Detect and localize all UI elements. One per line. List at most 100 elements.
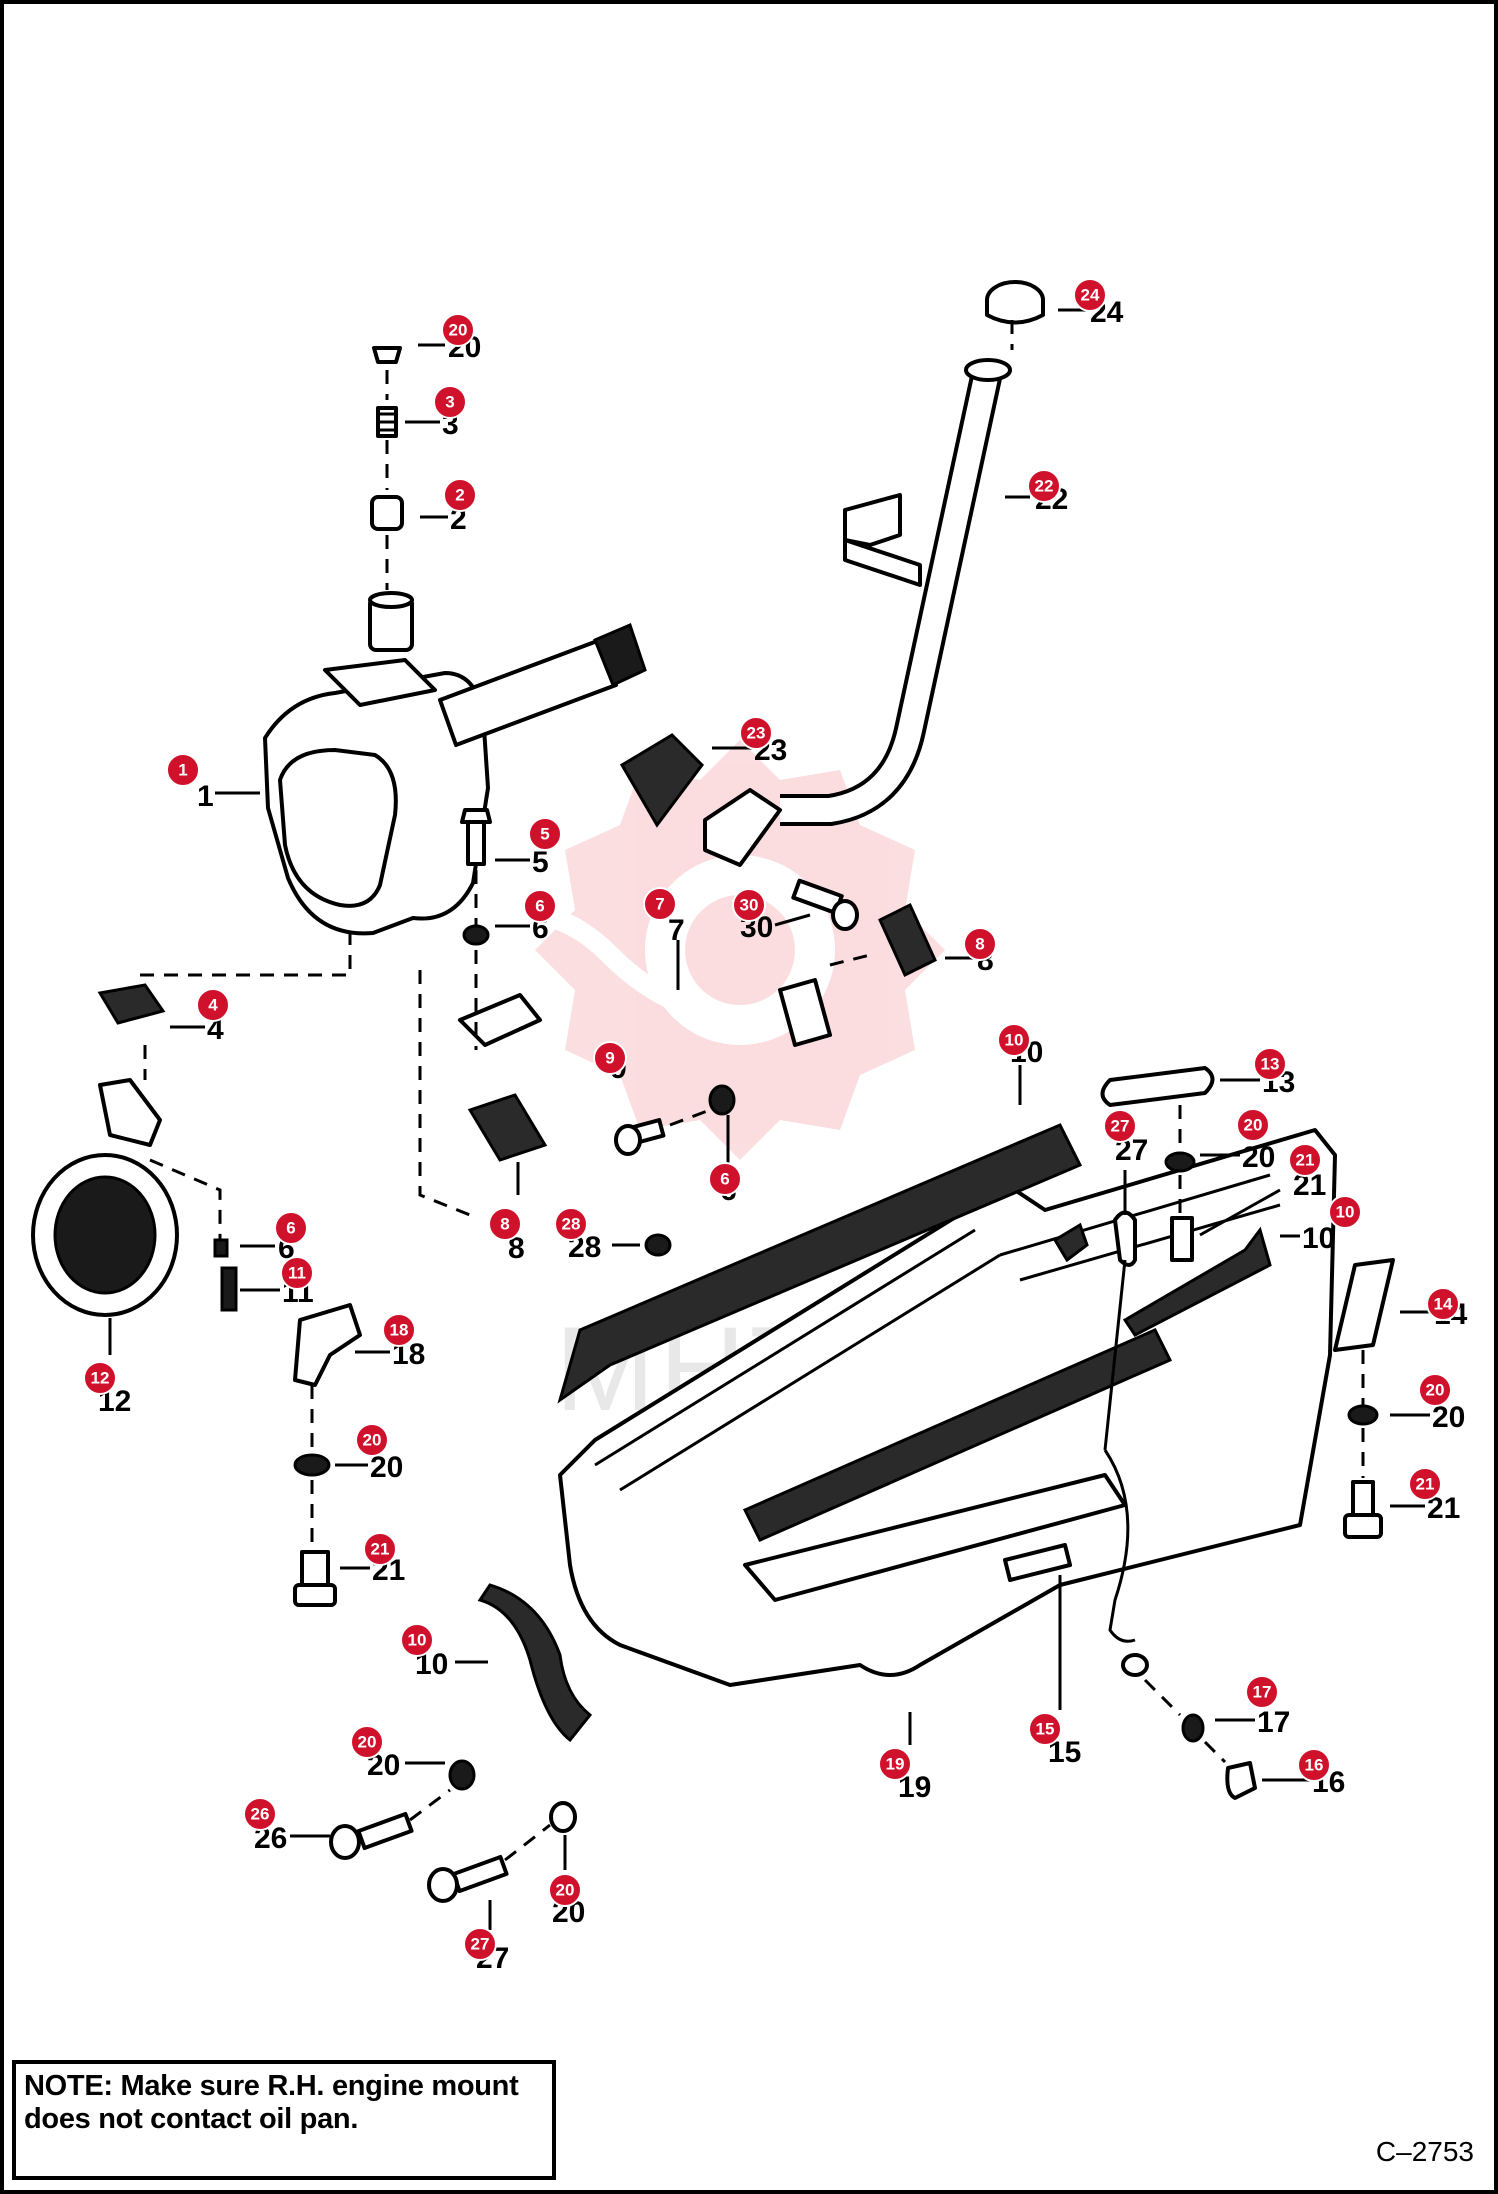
callout-badge[interactable]: 8 bbox=[488, 1207, 522, 1241]
gasket-23 bbox=[619, 733, 704, 828]
note-box: NOTE: Make sure R.H. engine mount does n… bbox=[12, 2060, 556, 2180]
callout-badge[interactable]: 20 bbox=[350, 1725, 384, 1759]
svg-text:2: 2 bbox=[455, 486, 464, 505]
svg-text:22: 22 bbox=[1035, 477, 1054, 496]
svg-text:10: 10 bbox=[1336, 1203, 1355, 1222]
callouts: 20 20 3 3 2 2 1 1 5 5 6 6 7 7 30 30 8 8 bbox=[83, 278, 1468, 1975]
pump-bracket bbox=[323, 658, 437, 707]
svg-text:30: 30 bbox=[740, 896, 759, 915]
svg-text:4: 4 bbox=[208, 996, 218, 1015]
callout-badge[interactable]: 21 bbox=[1408, 1467, 1442, 1501]
callout-number: 1 bbox=[197, 780, 214, 813]
callout-badge[interactable]: 6 bbox=[274, 1211, 308, 1245]
callout-badge[interactable]: 5 bbox=[528, 817, 562, 851]
callout-badge[interactable]: 20 bbox=[355, 1423, 389, 1457]
svg-text:14: 14 bbox=[1434, 1295, 1453, 1314]
tube-flange-right bbox=[778, 978, 832, 1047]
bottom-fasteners bbox=[329, 1759, 577, 1903]
callout-number: 7 bbox=[668, 914, 685, 947]
callout-badge[interactable]: 16 bbox=[1297, 1748, 1331, 1782]
callout-badge[interactable]: 20 bbox=[1418, 1373, 1452, 1407]
relief-valve-stack bbox=[370, 346, 404, 590]
pump-cover bbox=[278, 748, 398, 908]
bracket-16 bbox=[293, 1303, 362, 1387]
pump-shaft bbox=[438, 638, 618, 747]
callout-badge[interactable]: 21 bbox=[1288, 1143, 1322, 1177]
callout-badge[interactable]: 1 bbox=[166, 753, 200, 787]
left-bracket-group bbox=[293, 1303, 362, 1607]
oil-pan-19 bbox=[477, 1123, 1337, 1743]
gasket-10-rear bbox=[477, 1583, 593, 1743]
callout-badge[interactable]: 18 bbox=[382, 1313, 416, 1347]
gasket-10-right bbox=[1122, 1226, 1272, 1337]
pump-neck-top bbox=[368, 591, 414, 609]
callout-badge[interactable]: 30 bbox=[732, 888, 766, 922]
svg-text:20: 20 bbox=[556, 1881, 575, 1900]
pan-body bbox=[558, 1128, 1337, 1687]
svg-text:19: 19 bbox=[886, 1755, 905, 1774]
washer-20-bottom-a bbox=[448, 1759, 476, 1791]
svg-text:27: 27 bbox=[471, 1935, 490, 1954]
tube-fasteners bbox=[460, 808, 736, 1257]
callout-badge[interactable]: 12 bbox=[83, 1361, 117, 1395]
callout-number: 10 bbox=[1302, 1222, 1335, 1255]
watermark-gear-icon bbox=[535, 740, 945, 1160]
callout-badge[interactable]: 20 bbox=[1236, 1108, 1270, 1142]
svg-text:5: 5 bbox=[540, 825, 549, 844]
callout-badge[interactable]: 15 bbox=[1028, 1712, 1062, 1746]
svg-text:17: 17 bbox=[1253, 1683, 1272, 1702]
callout-badge[interactable]: 9 bbox=[593, 1041, 627, 1075]
bracket-13 bbox=[1100, 1066, 1215, 1107]
note-text: NOTE: Make sure R.H. engine mount does n… bbox=[24, 2070, 519, 2135]
tube-22-bracket bbox=[843, 493, 902, 547]
svg-text:12: 12 bbox=[91, 1369, 110, 1388]
callout-badge[interactable]: 23 bbox=[739, 716, 773, 750]
washer-6-upper bbox=[462, 924, 490, 946]
callout-badge[interactable]: 10 bbox=[1328, 1195, 1362, 1229]
baffle-15 bbox=[1003, 1543, 1072, 1582]
callout-badge[interactable]: 22 bbox=[1027, 469, 1061, 503]
callout-badge[interactable]: 17 bbox=[1245, 1675, 1279, 1709]
callout-badge[interactable]: 3 bbox=[433, 385, 467, 419]
callout-badge[interactable]: 11 bbox=[280, 1256, 314, 1290]
callout-badge[interactable]: 10 bbox=[997, 1023, 1031, 1057]
callout-badge[interactable]: 27 bbox=[463, 1927, 497, 1961]
tube-22-top bbox=[964, 358, 1012, 382]
callout-badge[interactable]: 27 bbox=[1103, 1109, 1137, 1143]
svg-text:20: 20 bbox=[449, 321, 468, 340]
callout-badge[interactable]: 4 bbox=[196, 988, 230, 1022]
callout-badge[interactable]: 20 bbox=[441, 313, 475, 347]
svg-text:8: 8 bbox=[500, 1215, 509, 1234]
svg-text:21: 21 bbox=[371, 1540, 390, 1559]
callout-badge[interactable]: 19 bbox=[878, 1747, 912, 1781]
callout-badge[interactable]: 2 bbox=[443, 478, 477, 512]
figure-id: C–2753 bbox=[1375, 2136, 1474, 2167]
callout-badge[interactable]: 26 bbox=[243, 1797, 277, 1831]
callout-badge[interactable]: 21 bbox=[363, 1532, 397, 1566]
callout-badge[interactable]: 10 bbox=[400, 1623, 434, 1657]
callout-badge[interactable]: 8 bbox=[963, 927, 997, 961]
svg-text:20: 20 bbox=[1244, 1116, 1263, 1135]
gasket-4 bbox=[97, 983, 166, 1025]
gasket-10-left-rail bbox=[557, 1123, 1083, 1404]
washer-20-left bbox=[293, 1453, 331, 1477]
oil-pump bbox=[263, 591, 647, 936]
svg-text:15: 15 bbox=[1036, 1720, 1055, 1739]
svg-text:6: 6 bbox=[535, 897, 544, 916]
screen-flange bbox=[98, 1078, 162, 1147]
callout-badge[interactable]: 24 bbox=[1073, 278, 1107, 312]
callout-badge[interactable]: 28 bbox=[554, 1207, 588, 1241]
svg-text:18: 18 bbox=[390, 1321, 409, 1340]
callout-badge[interactable]: 6 bbox=[708, 1162, 742, 1196]
svg-text:24: 24 bbox=[1081, 286, 1100, 305]
callout-badge[interactable]: 6 bbox=[523, 889, 557, 923]
callout-badge[interactable]: 7 bbox=[643, 887, 677, 921]
callout-badge[interactable]: 20 bbox=[548, 1873, 582, 1907]
svg-text:20: 20 bbox=[363, 1431, 382, 1450]
svg-text:6: 6 bbox=[720, 1170, 729, 1189]
washer-18 bbox=[1181, 1713, 1205, 1743]
callout-badge[interactable]: 13 bbox=[1253, 1047, 1287, 1081]
callout-badge[interactable]: 14 bbox=[1426, 1287, 1460, 1321]
washer-20-bottom-b bbox=[549, 1801, 577, 1833]
